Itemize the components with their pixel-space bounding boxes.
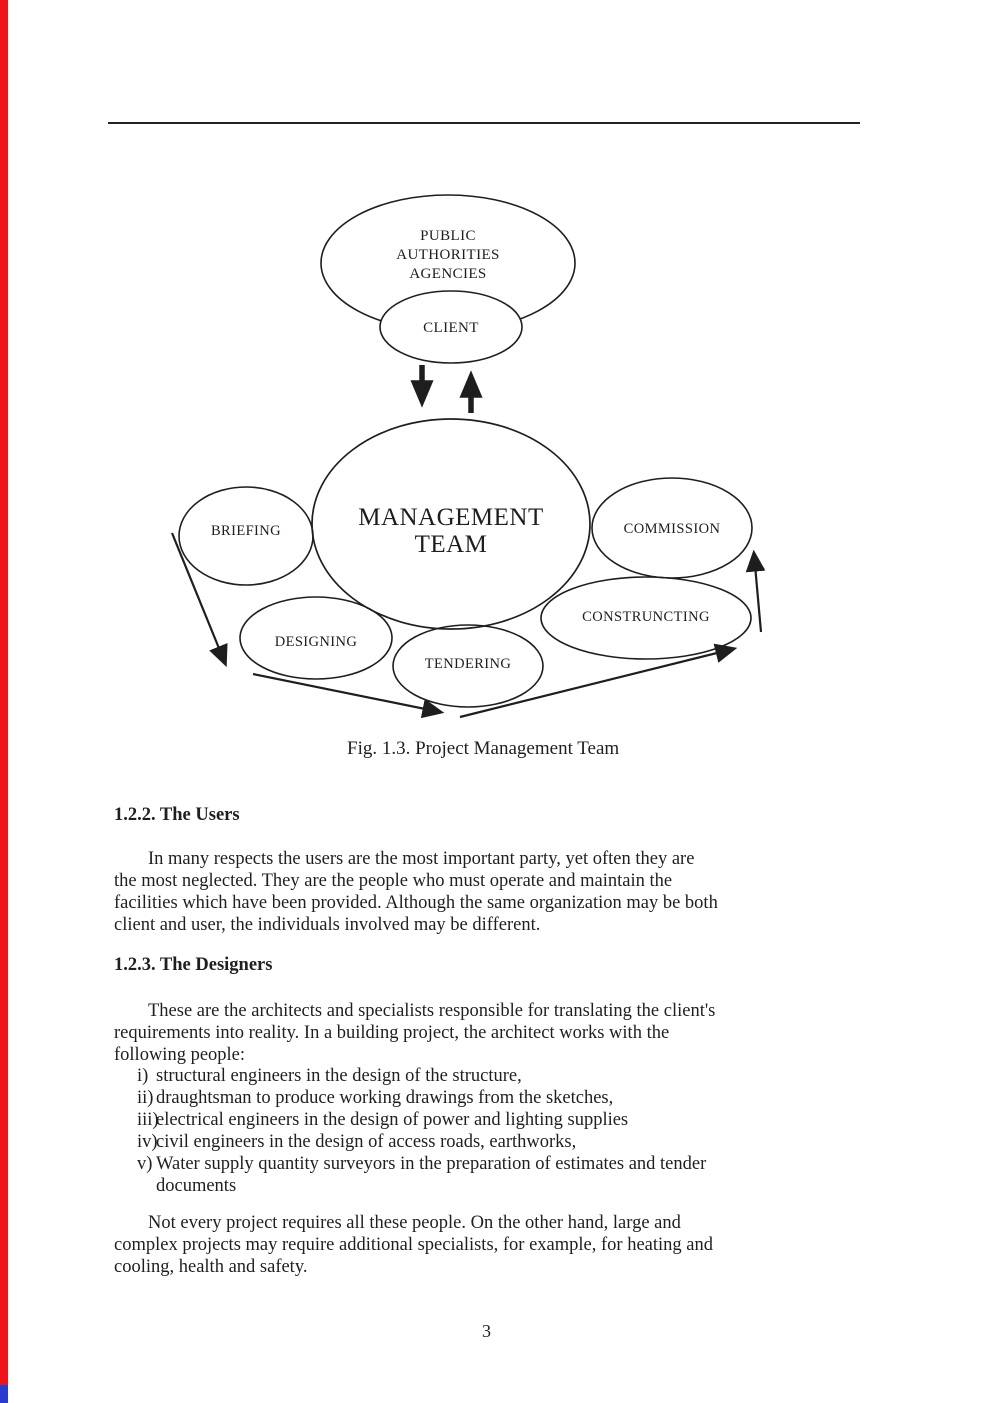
list-marker: i) xyxy=(137,1066,149,1086)
text-line: following people: xyxy=(114,1045,246,1065)
list-item: iii)electrical engineers in the design o… xyxy=(114,1109,706,1131)
text-line: These are the architects and specialists… xyxy=(148,1001,716,1021)
client-label: CLIENT xyxy=(423,320,479,336)
list-item: iv)civil engineers in the design of acce… xyxy=(114,1131,706,1153)
text-line: client and user, the individuals involve… xyxy=(114,915,541,935)
designing-tendering-flow-arrow xyxy=(252,672,445,719)
list-item: i) structural engineers in the design of … xyxy=(114,1065,706,1087)
scan-edge-red-strip xyxy=(0,0,8,1385)
list-item-continuation: documents xyxy=(156,1176,237,1196)
section-heading-designers: 1.2.3. The Designers xyxy=(114,955,273,975)
text-line: cooling, health and safety. xyxy=(114,1257,308,1277)
header-rule xyxy=(108,122,860,124)
scan-edge-blue-mark xyxy=(0,1385,8,1403)
construncting-label: CONSTRUNCTING xyxy=(582,609,710,625)
list-item-text: draughtsman to produce working drawings … xyxy=(156,1088,614,1108)
briefing-ellipse xyxy=(178,486,314,586)
commission-label: COMMISSION xyxy=(624,521,721,537)
list-item: ii)draughtsman to produce working drawin… xyxy=(114,1087,706,1109)
list-item-text: Water supply quantity surveyors in the p… xyxy=(156,1154,707,1174)
closing-paragraph: Not every project requires all these peo… xyxy=(114,1212,713,1278)
figure-caption: Fig. 1.3. Project Management Team xyxy=(347,738,620,759)
designing-ellipse xyxy=(239,596,393,680)
list-marker: iv) xyxy=(137,1132,158,1152)
construncting-ellipse xyxy=(540,576,752,660)
briefing-label: BRIEFING xyxy=(211,523,281,539)
text-line: the most neglected. They are the people … xyxy=(114,871,673,891)
tendering-label: TENDERING xyxy=(425,656,512,672)
tendering-construncting-flow-arrow xyxy=(459,643,738,719)
text-line: requirements into reality. In a building… xyxy=(114,1023,670,1043)
construncting-commission-flow-arrow xyxy=(745,549,766,633)
text-line: In many respects the users are the most … xyxy=(148,849,695,869)
list-marker: iii) xyxy=(137,1110,159,1130)
designers-roman-list: i) structural engineers in the design of … xyxy=(114,1065,706,1197)
client-ellipse xyxy=(379,290,523,364)
tendering-ellipse xyxy=(392,624,544,708)
page-number: 3 xyxy=(482,1321,491,1341)
management-team-label-line1: MANAGEMENT xyxy=(358,504,544,531)
users-paragraph: In many respects the users are the most … xyxy=(114,848,718,936)
designers-paragraph: These are the architects and specialists… xyxy=(114,1000,715,1066)
management-team-ellipse xyxy=(311,418,591,630)
text-line: facilities which have been provided. Alt… xyxy=(114,893,718,913)
list-item-text: civil engineers in the design of access … xyxy=(156,1132,577,1152)
text-line: complex projects may require additional … xyxy=(114,1235,713,1255)
briefing-flow-arrow xyxy=(170,532,228,668)
project-management-diagram: PUBLIC AUTHORITIES AGENCIES CLIENT MANAG… xyxy=(170,194,766,719)
text-line: Not every project requires all these peo… xyxy=(148,1213,681,1233)
management-team-label-line2: TEAM xyxy=(415,531,488,558)
public-label-line3: AGENCIES xyxy=(409,266,486,282)
list-item-text: electrical engineers in the design of po… xyxy=(156,1110,629,1130)
list-marker: v) xyxy=(137,1154,153,1174)
public-label-line2: AUTHORITIES xyxy=(396,247,500,263)
designing-label: DESIGNING xyxy=(275,634,358,650)
list-item: v)Water supply quantity surveyors in the… xyxy=(114,1153,706,1175)
section-heading-users: 1.2.2. The Users xyxy=(114,805,240,825)
list-item-text: structural engineers in the design of th… xyxy=(156,1066,522,1086)
list-marker: ii) xyxy=(137,1088,154,1108)
public-label-line1: PUBLIC xyxy=(420,228,476,244)
